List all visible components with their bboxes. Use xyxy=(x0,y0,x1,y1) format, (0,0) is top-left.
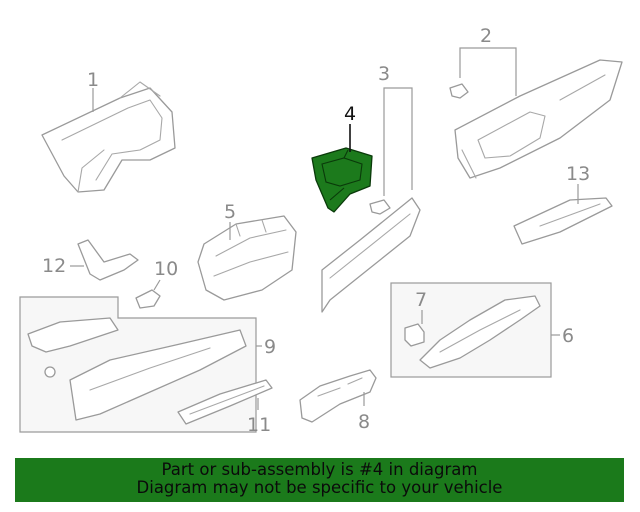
callout-3: 3 xyxy=(378,63,390,85)
callout-9: 9 xyxy=(264,336,276,358)
banner-line-1: Part or sub-assembly is #4 in diagram xyxy=(161,460,478,479)
part-2-dash-trim[interactable] xyxy=(454,59,623,179)
part-3-trim-strip[interactable] xyxy=(321,197,421,313)
part-5-climate-unit[interactable] xyxy=(197,215,297,301)
part-2-clip[interactable] xyxy=(449,83,469,99)
callout-11: 11 xyxy=(247,414,271,436)
part-11-trim-strip[interactable] xyxy=(177,379,273,425)
part-6-glovebox-trim[interactable] xyxy=(419,295,541,369)
banner-line-2: Diagram may not be specific to your vehi… xyxy=(136,478,503,497)
part-1-cluster-hood[interactable] xyxy=(41,81,176,193)
part-4-vent-bezel[interactable] xyxy=(311,147,373,213)
callout-12: 12 xyxy=(42,255,66,277)
callout-4: 4 xyxy=(344,103,356,125)
callout-10: 10 xyxy=(154,258,178,280)
callout-1: 1 xyxy=(87,69,99,91)
part-8-switch-panel[interactable] xyxy=(299,369,377,423)
part-10-clip[interactable] xyxy=(135,289,161,309)
callout-13: 13 xyxy=(566,163,590,185)
leader-10 xyxy=(153,279,161,291)
callout-5: 5 xyxy=(224,201,236,223)
callout-7: 7 xyxy=(415,289,427,311)
leader-2 xyxy=(459,47,517,96)
callout-2: 2 xyxy=(480,25,492,47)
info-banner: Part or sub-assembly is #4 in diagram Di… xyxy=(15,458,624,502)
callout-8: 8 xyxy=(358,411,370,433)
part-12-bracket[interactable] xyxy=(77,239,139,281)
part-3-clip[interactable] xyxy=(369,199,391,215)
part-7-block[interactable] xyxy=(404,323,425,347)
leader-3 xyxy=(383,87,413,196)
part-9-lower-panel[interactable] xyxy=(27,317,247,421)
callout-6: 6 xyxy=(562,325,574,347)
parts-diagram: 1 2 3 4 5 xyxy=(19,25,623,436)
part-13-side-trim[interactable] xyxy=(513,197,613,245)
